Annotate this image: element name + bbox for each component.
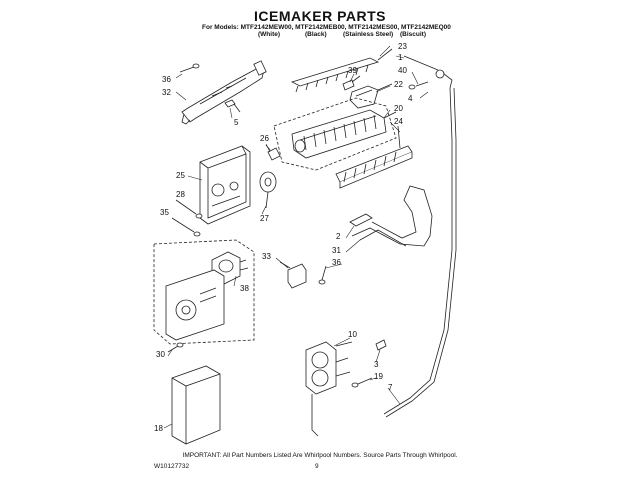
callout-2: 2 bbox=[336, 232, 341, 241]
callout-22: 22 bbox=[394, 80, 403, 89]
footer-note: IMPORTANT: All Part Numbers Listed Are W… bbox=[182, 452, 458, 459]
callout-23: 23 bbox=[398, 42, 407, 51]
cover-18 bbox=[171, 365, 221, 445]
callout-3: 3 bbox=[374, 360, 379, 369]
clip-3 bbox=[375, 339, 387, 351]
control-plate bbox=[165, 269, 225, 341]
callout-33: 33 bbox=[262, 252, 271, 261]
callout-38: 38 bbox=[240, 284, 249, 293]
callout-28: 28 bbox=[176, 190, 185, 199]
bearing-26 bbox=[265, 144, 281, 161]
callout-18: 18 bbox=[154, 424, 163, 433]
screw-40 bbox=[408, 81, 429, 90]
callout-19: 19 bbox=[374, 372, 383, 381]
callout-27: 27 bbox=[260, 214, 269, 223]
screw-36-top bbox=[179, 63, 200, 73]
callout-31: 31 bbox=[332, 246, 341, 255]
callout-32: 32 bbox=[162, 88, 171, 97]
motor-27 bbox=[259, 171, 277, 209]
callout-35: 35 bbox=[160, 208, 169, 217]
page-number: 9 bbox=[315, 463, 319, 470]
control-group-outline bbox=[153, 239, 255, 345]
callout-20: 20 bbox=[394, 104, 403, 113]
callout-24: 24 bbox=[394, 117, 403, 126]
leader-lines bbox=[163, 45, 429, 429]
wire-harness-32 bbox=[181, 60, 267, 125]
screw-19 bbox=[351, 377, 373, 388]
callout-36-middle: 36 bbox=[332, 258, 341, 267]
screw-35 bbox=[171, 217, 201, 237]
color-white: (White) bbox=[258, 31, 281, 38]
ice-tray-24 bbox=[335, 125, 413, 189]
color-stainless-steel: (Stainless Steel) bbox=[343, 31, 394, 38]
stripper-23 bbox=[290, 48, 393, 93]
bracket-39 bbox=[342, 75, 361, 91]
color-black: (Black) bbox=[305, 31, 327, 38]
models-line: For Models: MTF2142MEW00, MTF2142MEB00, … bbox=[202, 24, 451, 31]
bracket-33 bbox=[279, 261, 307, 289]
screw-30 bbox=[167, 342, 184, 353]
water-valve-10 bbox=[305, 341, 353, 437]
arm-31 bbox=[351, 185, 433, 247]
callout-39: 39 bbox=[348, 66, 357, 75]
callout-30: 30 bbox=[156, 350, 165, 359]
callout-36-top: 36 bbox=[162, 75, 171, 84]
color-biscuit: (Biscuit) bbox=[400, 31, 426, 38]
callout-40: 40 bbox=[398, 66, 407, 75]
page-title: ICEMAKER PARTS bbox=[254, 8, 386, 24]
callout-10: 10 bbox=[348, 330, 357, 339]
callout-1: 1 bbox=[398, 53, 403, 62]
screw-36-middle bbox=[318, 265, 327, 285]
control-housing-25 bbox=[199, 145, 251, 225]
callout-25: 25 bbox=[176, 171, 185, 180]
inlet-fitting-1 bbox=[403, 55, 453, 89]
fill-cup-22 bbox=[349, 83, 393, 109]
document-part-number: W10127732 bbox=[154, 463, 190, 470]
screw-28 bbox=[175, 199, 203, 219]
callout-5: 5 bbox=[234, 118, 239, 127]
fill-tube-7 bbox=[383, 87, 457, 418]
bracket-2 bbox=[349, 213, 373, 227]
clip-5 bbox=[224, 99, 241, 113]
ice-mold-20 bbox=[291, 109, 397, 159]
callout-7: 7 bbox=[388, 383, 393, 392]
callout-4: 4 bbox=[408, 94, 413, 103]
callout-26: 26 bbox=[260, 134, 269, 143]
mold-group-outline bbox=[273, 97, 397, 171]
